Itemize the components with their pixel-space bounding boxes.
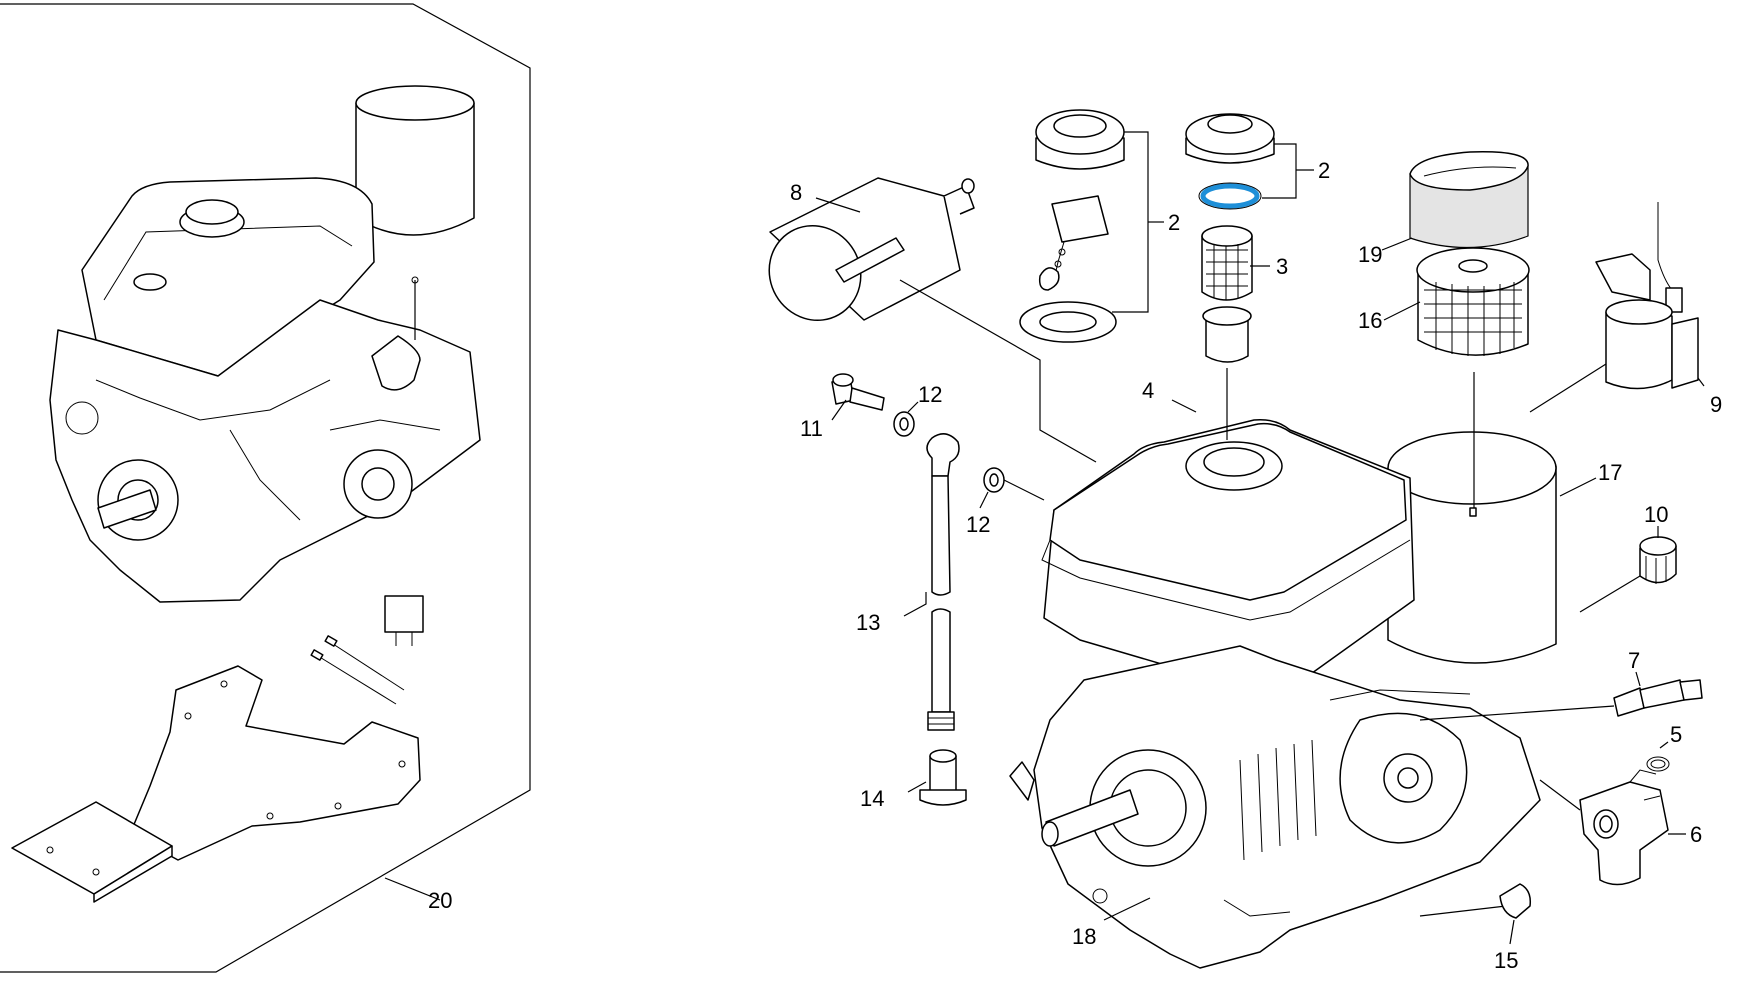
pre-cleaner-foam-illustration xyxy=(1409,151,1529,249)
assembly-panel xyxy=(0,3,531,973)
o-ring-illustration xyxy=(1646,756,1670,772)
callout-19[interactable]: 19 xyxy=(1358,242,1382,267)
fuel-cap-gasket-highlighted[interactable] xyxy=(1198,182,1262,210)
callout-labels: 2 2 3 4 5 6 7 8 9 10 11 12 12 13 14 15 1… xyxy=(428,158,1722,973)
callout-2-cap-chain[interactable]: 2 xyxy=(1168,210,1180,235)
fuel-cap-with-chain-illustration xyxy=(1019,109,1125,343)
dipstick-illustration xyxy=(1419,883,1532,919)
callout-2-cap[interactable]: 2 xyxy=(1318,158,1330,183)
assembly-air-filter-illustration xyxy=(355,85,475,236)
leader-lines xyxy=(815,131,1705,945)
fuel-filter-illustration xyxy=(768,177,975,322)
callout-12-lower[interactable]: 12 xyxy=(966,512,990,537)
callout-6[interactable]: 6 xyxy=(1690,822,1702,847)
sealing-washer-upper-illustration xyxy=(893,411,915,437)
fuel-line-illustration xyxy=(926,433,960,731)
air-filter-element-illustration xyxy=(1416,247,1530,356)
carburetor-illustration xyxy=(1579,769,1669,886)
banjo-bolt-illustration xyxy=(831,373,885,411)
callout-3[interactable]: 3 xyxy=(1276,254,1288,279)
callout-10[interactable]: 10 xyxy=(1644,502,1668,527)
sealing-washer-lower-illustration xyxy=(983,467,1005,493)
callout-12-upper[interactable]: 12 xyxy=(918,382,942,407)
callout-16[interactable]: 16 xyxy=(1358,308,1382,333)
engine-block-illustration xyxy=(1009,645,1541,969)
fuel-strainer-illustration xyxy=(1201,225,1253,363)
assembly-engine-illustration xyxy=(49,177,481,603)
fuel-cap-illustration xyxy=(1185,113,1275,164)
callout-18[interactable]: 18 xyxy=(1072,924,1096,949)
callout-11[interactable]: 11 xyxy=(800,416,823,441)
drain-plug-illustration xyxy=(919,749,967,806)
callout-8[interactable]: 8 xyxy=(790,180,802,205)
callout-15[interactable]: 15 xyxy=(1494,948,1518,973)
callout-20[interactable]: 20 xyxy=(428,888,452,913)
wing-nut-illustration xyxy=(1639,536,1677,584)
assembly-mounting-plate xyxy=(11,665,421,903)
callout-14[interactable]: 14 xyxy=(860,786,884,811)
spark-plug-illustration xyxy=(1613,679,1703,717)
callout-9[interactable]: 9 xyxy=(1710,392,1722,417)
callout-7[interactable]: 7 xyxy=(1628,648,1640,673)
callout-17[interactable]: 17 xyxy=(1598,460,1622,485)
ignition-coil-illustration xyxy=(1595,202,1699,390)
assembly-relay-and-wires xyxy=(310,595,424,705)
air-cleaner-case-illustration xyxy=(1387,431,1557,664)
fuel-tank-illustration xyxy=(1041,418,1415,691)
callout-5[interactable]: 5 xyxy=(1670,722,1682,747)
callout-13[interactable]: 13 xyxy=(856,610,880,635)
callout-4[interactable]: 4 xyxy=(1142,378,1154,403)
